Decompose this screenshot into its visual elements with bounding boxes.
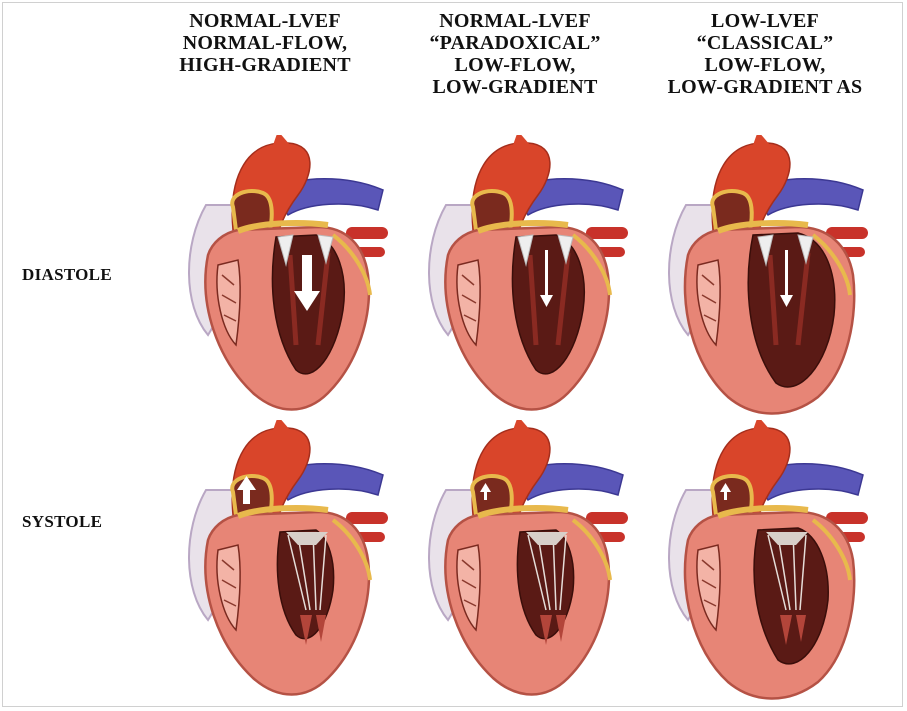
column-header-classical-low-flow: LOW-LVEF “CLASSICAL” LOW-FLOW, LOW-GRADI… — [650, 10, 880, 98]
column-header-paradoxical-low-flow: NORMAL-LVEF “PARADOXICAL” LOW-FLOW, LOW-… — [400, 10, 630, 98]
column-header-normal-flow-high-gradient: NORMAL-LVEF NORMAL-FLOW, HIGH-GRADIENT — [150, 10, 380, 76]
row-label-diastole: DIASTOLE — [22, 265, 112, 285]
heart-diastole-classical-low-flow — [658, 135, 878, 421]
heart-systole-normal-flow — [178, 420, 398, 706]
row-label-systole: SYSTOLE — [22, 512, 102, 532]
heart-diastole-paradoxical-low-flow — [418, 135, 638, 421]
heart-systole-paradoxical-low-flow — [418, 420, 638, 706]
heart-systole-classical-low-flow — [658, 420, 878, 706]
heart-diastole-normal-flow — [178, 135, 398, 421]
